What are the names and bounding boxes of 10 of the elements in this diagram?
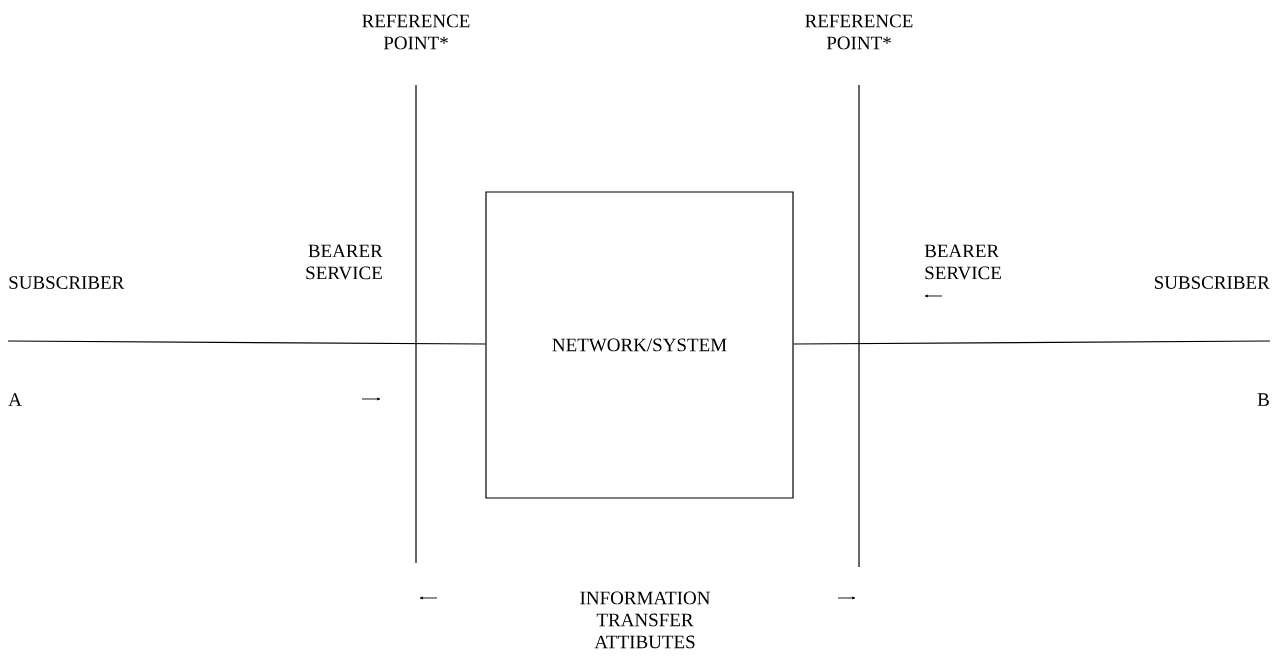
label-text: REFERENCE POINT* xyxy=(805,14,913,50)
label-text: BEARER SERVICE xyxy=(306,244,383,280)
label-text: INFORMATION TRANSFER ATTIBUTES xyxy=(580,591,710,649)
process-box: NETWORK/SYSTEM xyxy=(485,191,794,499)
connector-line xyxy=(7,340,486,345)
label-text: BEARER SERVICE xyxy=(924,244,1001,280)
node-text: SUBSCRIBER A xyxy=(8,276,125,406)
node-text: SUBSCRIBER B xyxy=(1154,276,1270,406)
connector-line xyxy=(793,340,1271,345)
label-text: REFERENCE POINT* xyxy=(362,14,470,50)
